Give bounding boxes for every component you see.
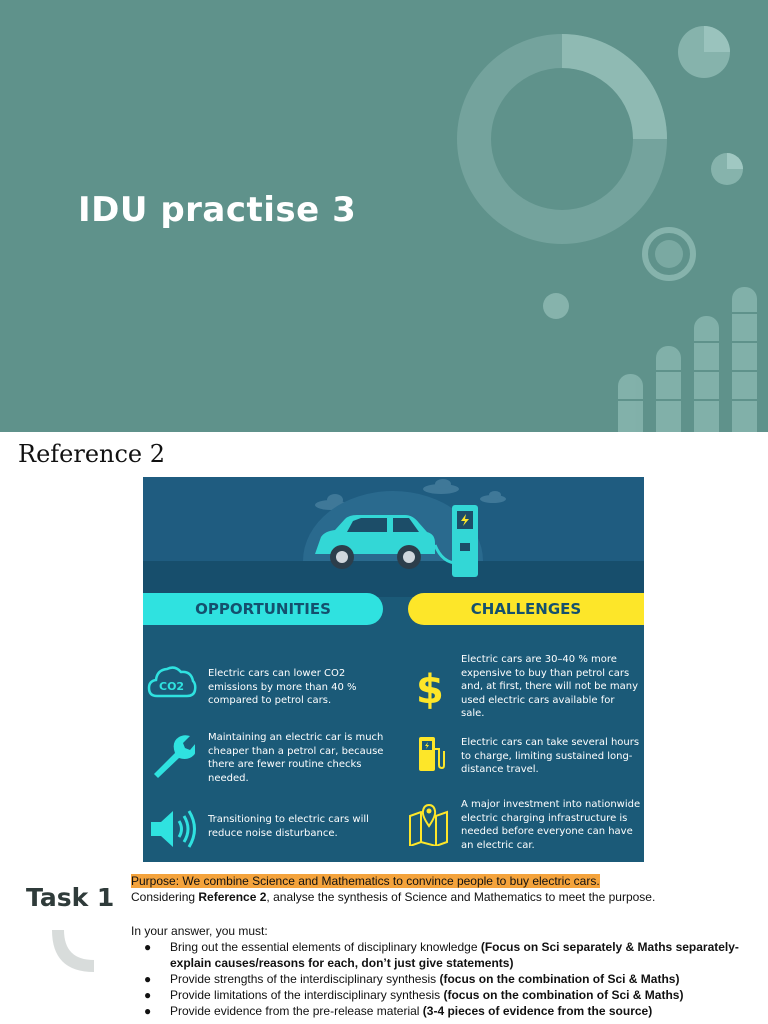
list-item: ●Bring out the essential elements of dis… <box>144 940 739 970</box>
list-item: ●Provide evidence from the pre-release m… <box>144 1004 653 1018</box>
car-charging-illustration <box>143 479 644 597</box>
reference-slide: Reference 2 OPPORTUNITI <box>0 432 768 1024</box>
slide-title: IDU practise 3 <box>78 190 357 230</box>
challenge-item-3: A major investment into nationwide elect… <box>461 799 641 851</box>
co2-cloud-icon: CO2 <box>147 666 197 698</box>
task-label: Task 1 <box>26 883 115 912</box>
wrench-icon <box>154 735 195 778</box>
challenges-header: CHALLENGES <box>408 593 644 625</box>
fuel-pump-icon <box>419 737 445 771</box>
infographic: OPPORTUNITIES CHALLENGES CO2 Electric ca… <box>143 477 644 862</box>
decorative-chart-graphic <box>457 26 768 432</box>
title-slide: IDU practise 3 <box>0 0 768 432</box>
opportunity-item-2: Maintaining an electric car is much chea… <box>208 732 384 784</box>
svg-text:$: $ <box>416 667 444 709</box>
list-item: ●Provide strengths of the interdisciplin… <box>144 972 680 986</box>
requirements-intro: In your answer, you must: <box>131 924 268 938</box>
opportunity-item-1: Electric cars can lower CO2 emissions by… <box>208 668 357 706</box>
requirements-list: ●Bring out the essential elements of dis… <box>131 939 761 1019</box>
challenge-item-2: Electric cars can take several hours to … <box>461 737 640 775</box>
task-instructions: Purpose: We combine Science and Mathemat… <box>131 873 761 1019</box>
reference-title: Reference 2 <box>18 440 166 468</box>
opportunity-item-3: Transitioning to electric cars will redu… <box>208 814 369 839</box>
purpose-statement: Purpose: We combine Science and Mathemat… <box>131 874 600 888</box>
list-item: ●Provide limitations of the interdiscipl… <box>144 988 684 1002</box>
map-pin-icon <box>409 803 448 846</box>
considering-line: Considering Reference 2, analyse the syn… <box>131 890 656 904</box>
speaker-icon <box>151 810 196 848</box>
co2-icon-text: CO2 <box>159 680 184 693</box>
decorative-quarter-ring <box>52 930 94 972</box>
challenge-item-1: Electric cars are 30–40 % more expensive… <box>461 654 638 719</box>
opportunities-header: OPPORTUNITIES <box>143 593 383 625</box>
dollar-icon: $ <box>416 667 444 709</box>
